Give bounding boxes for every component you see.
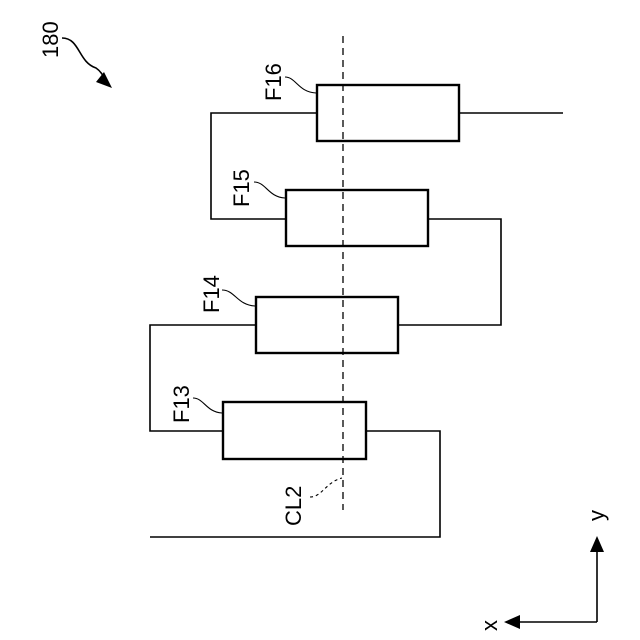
filter-f15-leader <box>254 182 285 198</box>
filter-f15-label: F15 <box>229 169 254 207</box>
axis-x-label: x <box>477 620 502 631</box>
filter-f14-label: F14 <box>199 275 224 313</box>
axis-y-label: y <box>584 510 609 521</box>
centerline-leader <box>310 478 342 497</box>
filter-f13-leader <box>193 398 222 413</box>
reference-numeral: 180 <box>38 21 63 58</box>
filter-f13-box <box>223 402 366 459</box>
axis-x-arrowhead <box>504 615 520 629</box>
filter-f16-box <box>317 85 459 141</box>
filter-f14-leader <box>222 290 255 306</box>
filter-f16-label: F16 <box>261 63 286 101</box>
centerline-label: CL2 <box>281 486 306 526</box>
filter-f15-box <box>286 190 428 246</box>
filter-f16-leader <box>285 77 316 93</box>
reference-arrowhead <box>96 72 112 88</box>
filter-f14-box <box>256 297 398 353</box>
filter-f13-label: F13 <box>169 385 194 423</box>
axis-y-arrowhead <box>590 536 604 552</box>
